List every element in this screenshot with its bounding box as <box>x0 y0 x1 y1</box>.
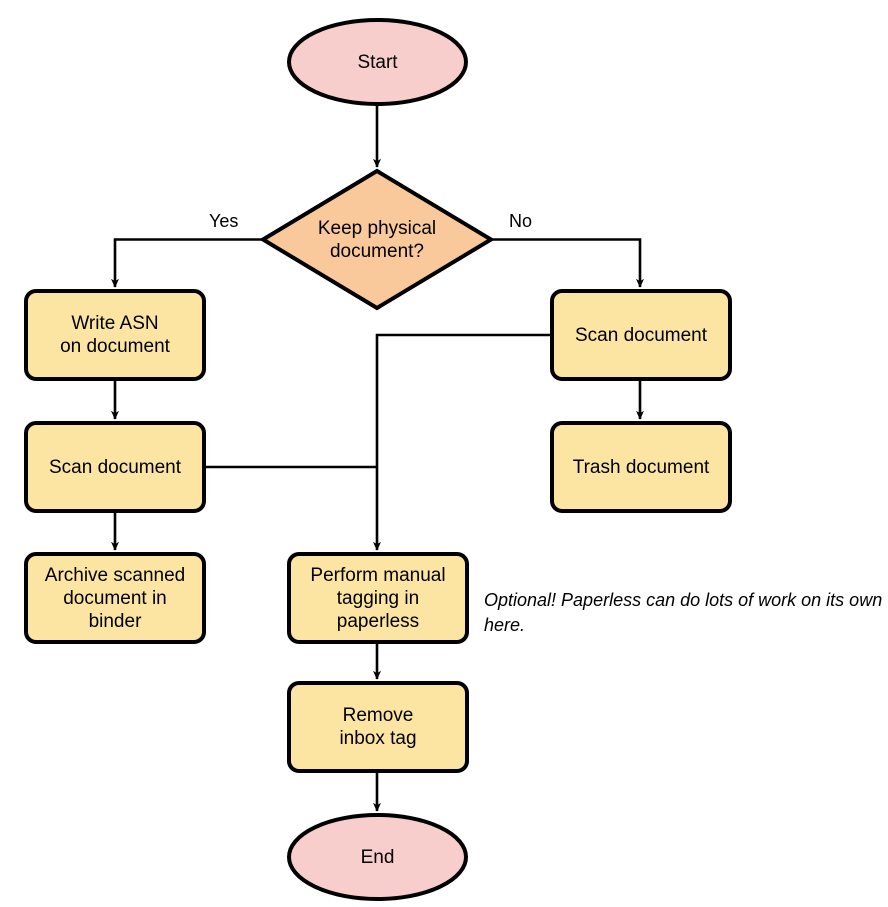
edge-decision-to-scan-right <box>491 238 644 288</box>
edge-scan-right-to-manual-tagging <box>373 333 552 551</box>
node-shape-write-asn[interactable] <box>24 289 206 381</box>
node-shape-end[interactable] <box>287 813 468 901</box>
optional-note: Optional! Paperless can do lots of work … <box>484 590 883 635</box>
edge-label-no: No <box>509 211 533 231</box>
node-shape-remove-inbox[interactable] <box>287 681 469 773</box>
node-shape-manual-tagging[interactable] <box>287 552 469 644</box>
node-shape-scan-right[interactable] <box>550 289 732 381</box>
node-shape-decision[interactable] <box>259 168 495 311</box>
node-shape-start[interactable] <box>287 18 468 106</box>
node-shape-scan-left[interactable] <box>24 421 206 513</box>
edge-label-yes: Yes <box>209 211 239 231</box>
edge-decision-to-write-asn <box>111 238 263 288</box>
node-shape-archive[interactable] <box>24 552 206 644</box>
node-shape-trash[interactable] <box>550 421 732 513</box>
